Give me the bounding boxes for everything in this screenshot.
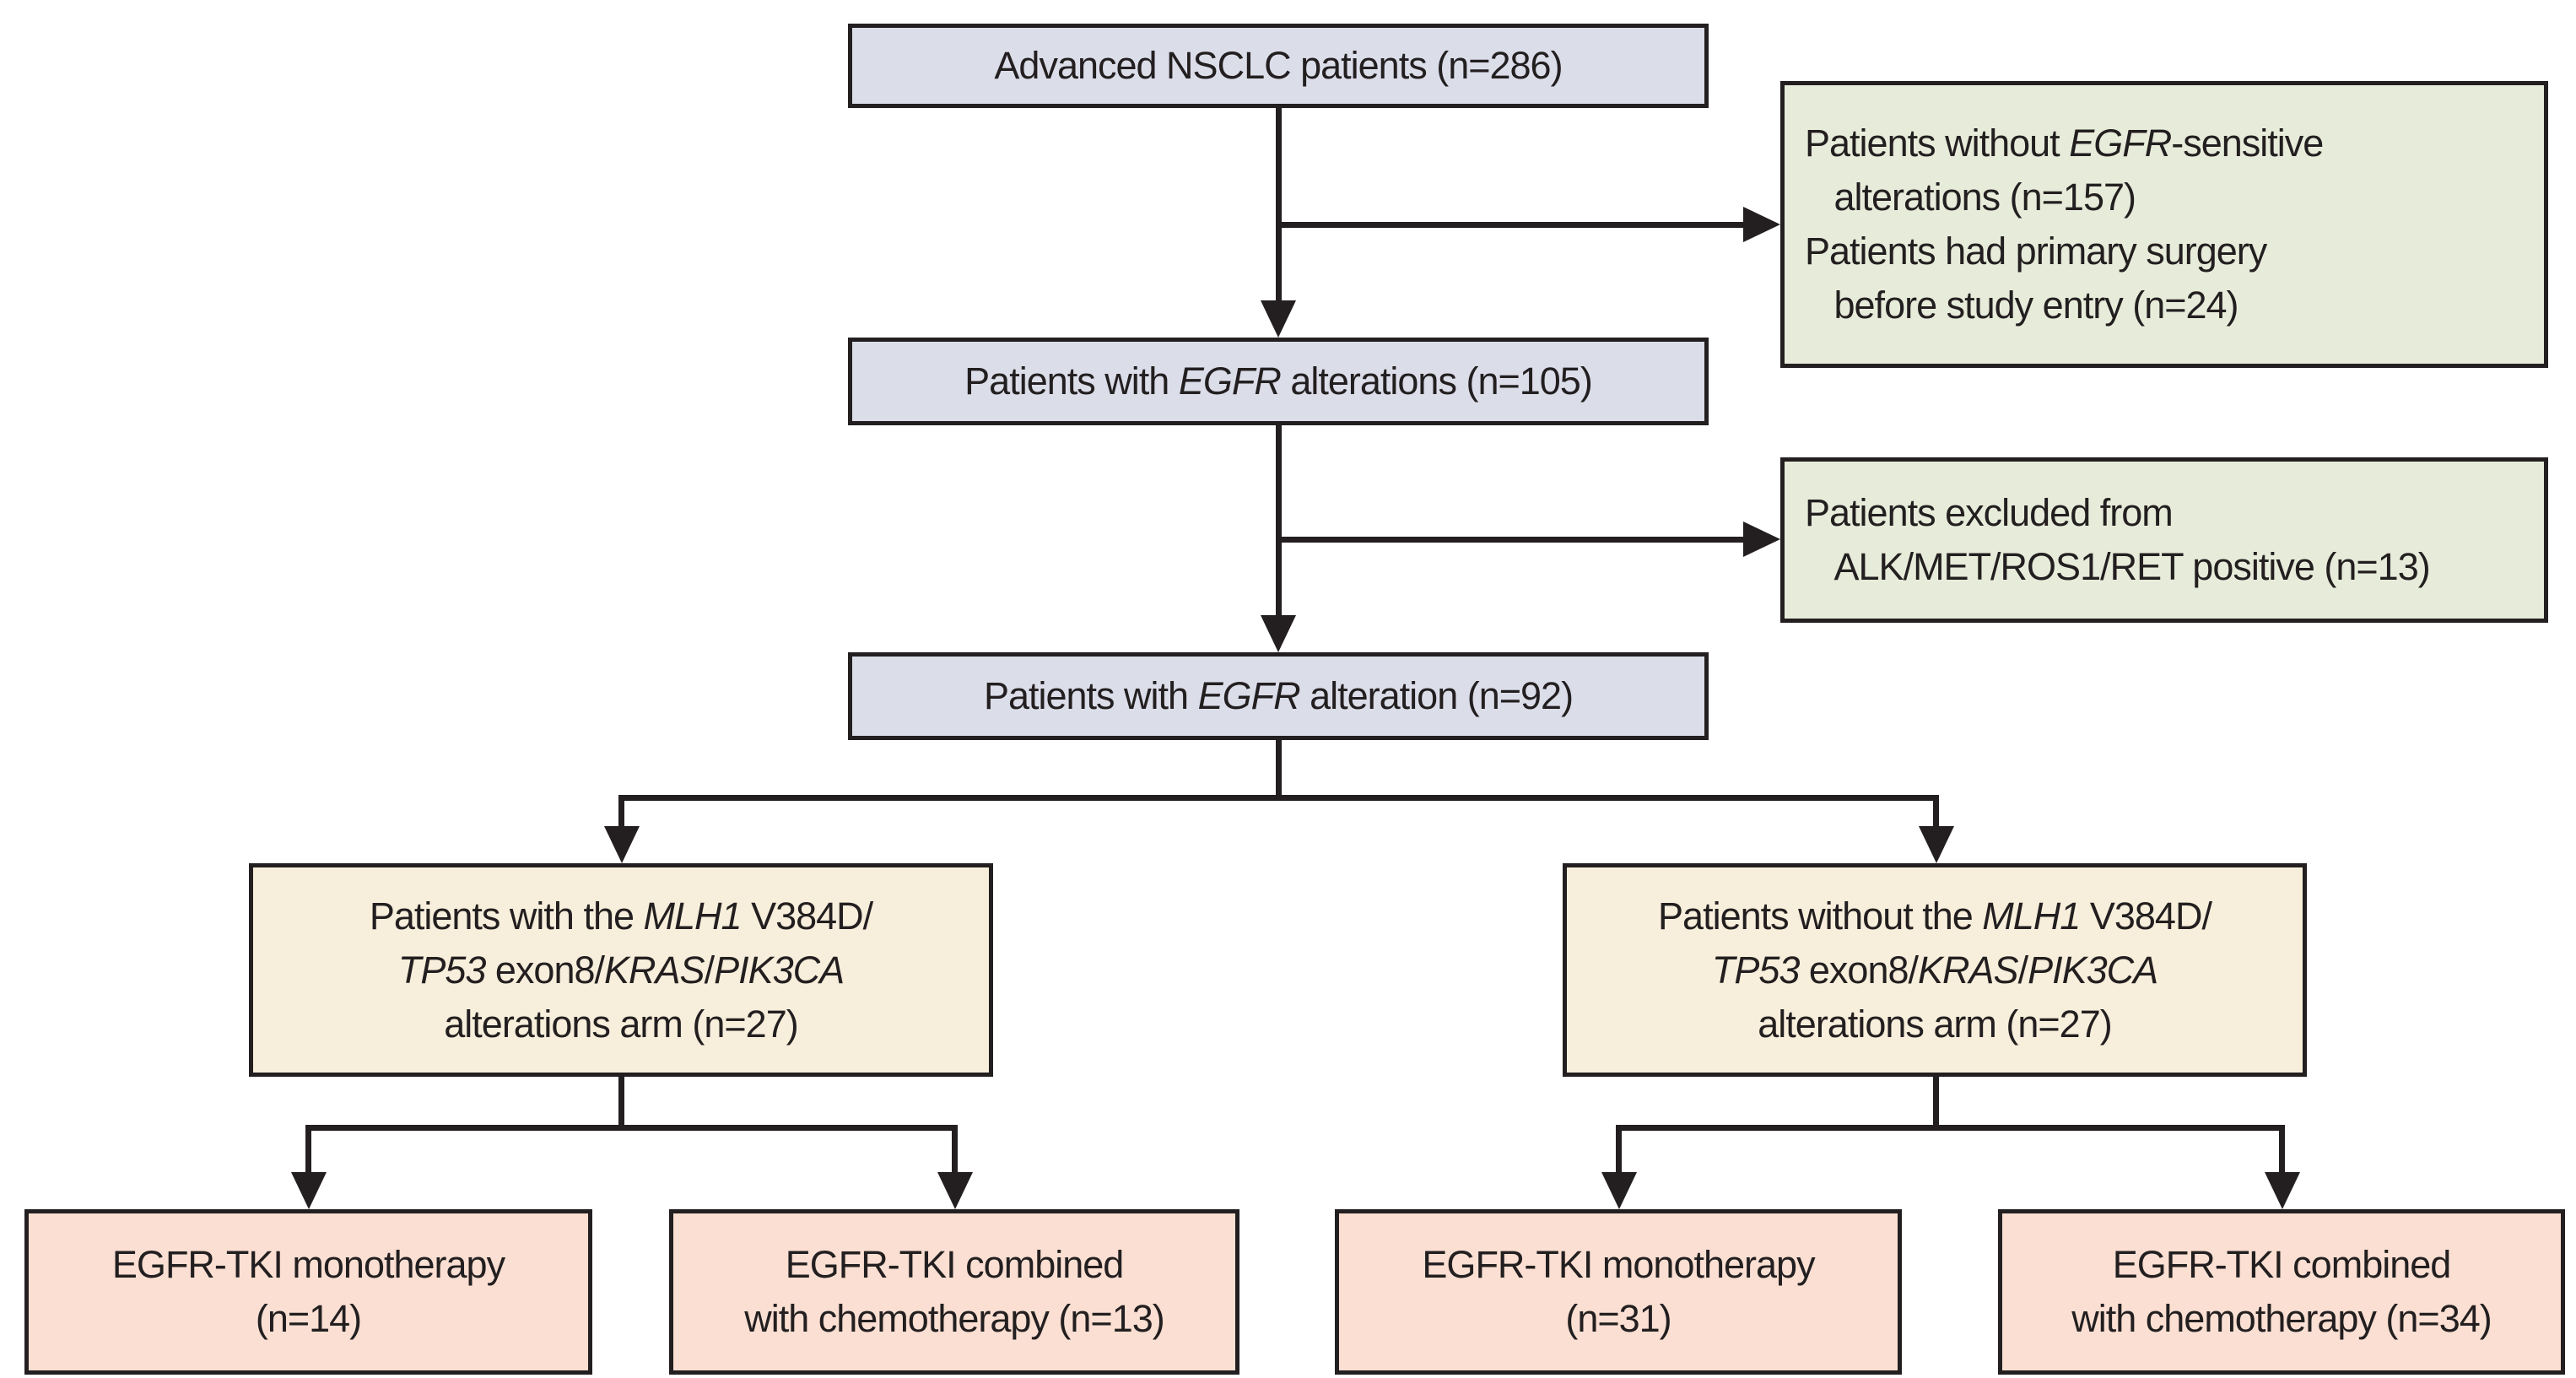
node-advanced-nsclc-patients: Advanced NSCLC patients (n=286) (848, 24, 1709, 108)
node-egfr-alterations-105: Patients with EGFR alterations (n=105) (848, 338, 1709, 425)
connector-top-to-105 (1276, 108, 1282, 302)
node-excluded-egfr-sensitive: Patients without EGFR-sensitive alterati… (1780, 81, 2548, 368)
connector-drop-arm-left (618, 795, 624, 829)
arrow-down-icon (937, 1172, 973, 1209)
connector-105-to-92 (1276, 425, 1282, 617)
node-arm-with-mlh1-tp53-kras-pik3ca: Patients with the MLH1 V384D/TP53 exon8/… (249, 863, 993, 1077)
arrow-down-icon (1919, 826, 1954, 863)
connector-drop-combo-right (2279, 1125, 2285, 1174)
connector-branch-exclusion-2 (1276, 537, 1745, 543)
connector-branch-exclusion-1 (1276, 222, 1745, 228)
arrow-down-icon (1261, 300, 1296, 338)
connector-drop-arm-right (1933, 795, 1939, 829)
node-egfr-alteration-92: Patients with EGFR alteration (n=92) (848, 652, 1709, 740)
arrow-down-icon (291, 1172, 327, 1209)
node-excluded-alk-met-ros1-ret: Patients excluded from ALK/MET/ROS1/RET … (1780, 457, 2548, 623)
arrow-down-icon (1261, 615, 1296, 652)
connector-left-arm-stem (618, 1077, 624, 1131)
node-egfr-tki-monotherapy-n31: EGFR-TKI monotherapy(n=31) (1335, 1209, 1902, 1375)
arrow-down-icon (2265, 1172, 2300, 1209)
connector-right-arm-stem (1933, 1077, 1939, 1131)
connector-drop-combo-left (952, 1125, 958, 1174)
connector-drop-mono-left (305, 1125, 311, 1174)
node-arm-without-mlh1-tp53-kras-pik3ca: Patients without the MLH1 V384D/TP53 exo… (1563, 863, 2307, 1077)
arrow-right-icon (1743, 521, 1780, 557)
connector-arms-bar (618, 795, 1939, 801)
connector-left-arm-bar (305, 1125, 958, 1131)
node-egfr-tki-monotherapy-n14: EGFR-TKI monotherapy(n=14) (24, 1209, 592, 1375)
connector-right-arm-bar (1616, 1125, 2285, 1131)
connector-drop-mono-right (1616, 1125, 1622, 1174)
arrow-down-icon (1601, 1172, 1637, 1209)
arrow-right-icon (1743, 207, 1780, 242)
arrow-down-icon (604, 826, 640, 863)
connector-92-stem (1276, 740, 1282, 801)
